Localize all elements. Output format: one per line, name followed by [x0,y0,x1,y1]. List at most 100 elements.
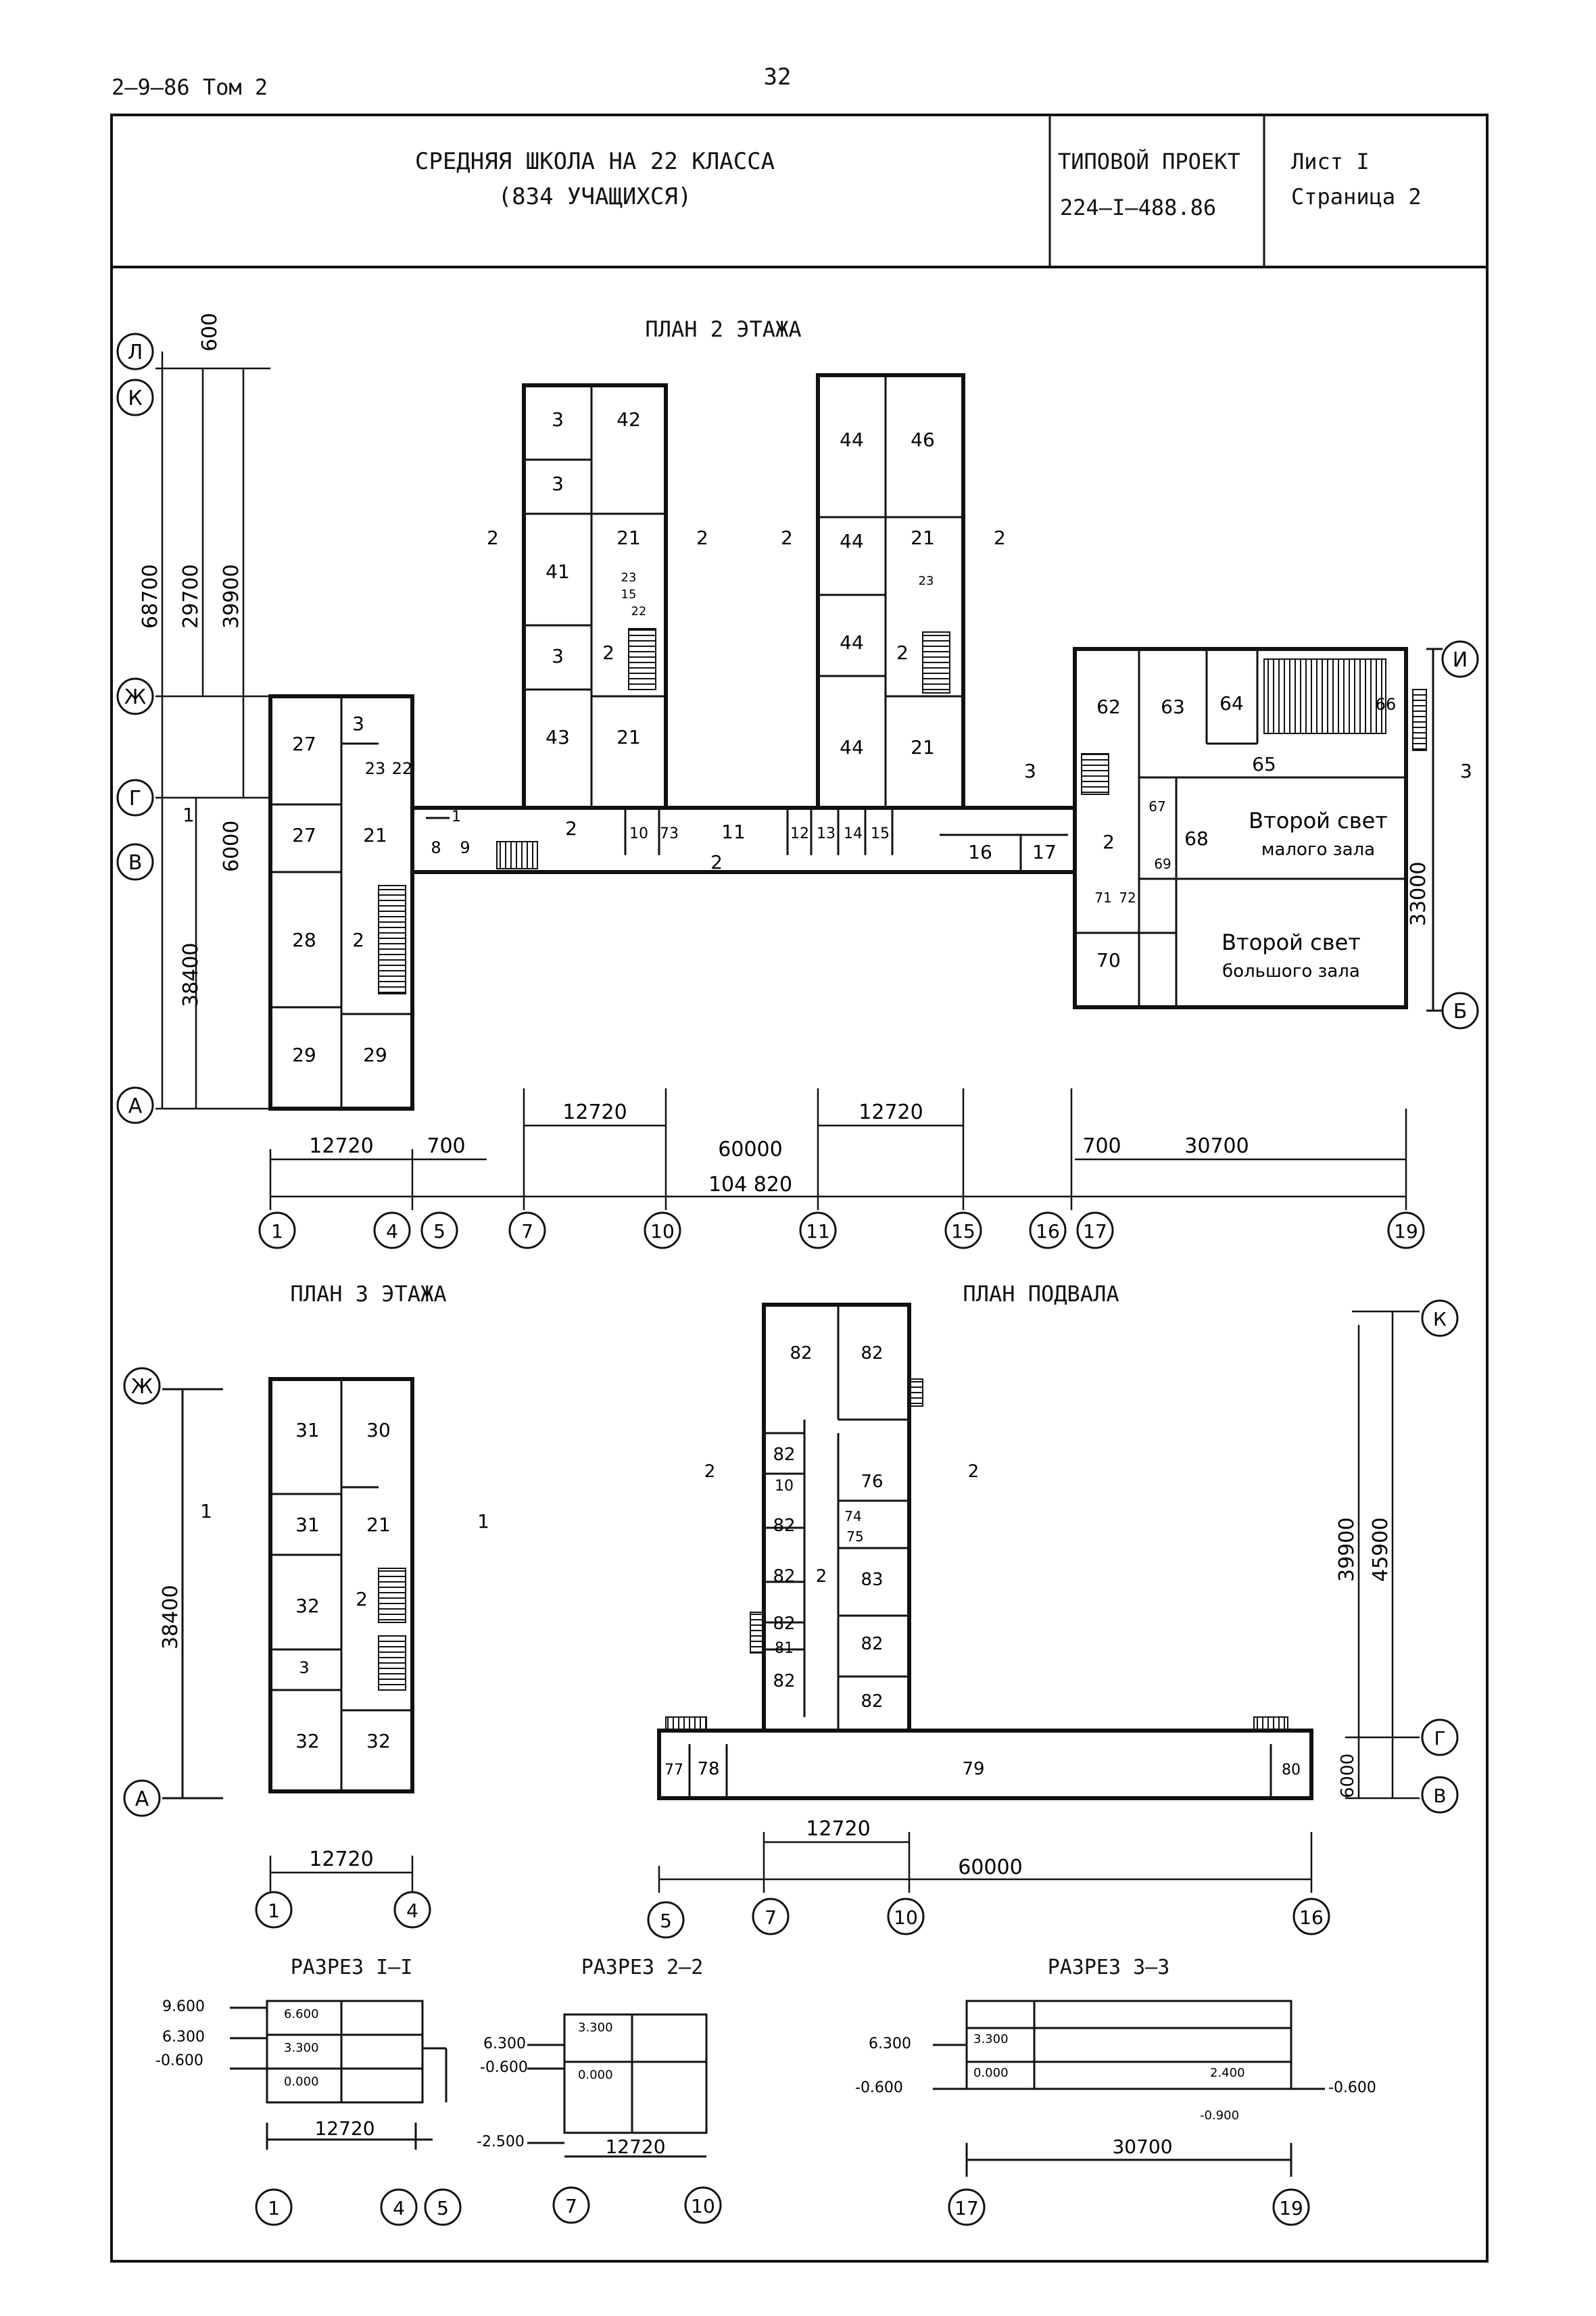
room-label: 67 [1148,798,1165,815]
room-label: 23 [919,574,934,588]
room-label: 3 [552,408,564,431]
page-number: 32 [764,64,792,91]
axis-A-3: А [135,1787,149,1811]
room-label: 21 [616,726,641,748]
room-label: 41 [546,560,570,583]
project-label: ТИПОВОЙ ПРОЕКТ [1058,149,1240,174]
sheet-frame [110,114,1489,2263]
room-label: 44 [840,631,864,654]
dim-38400-3: 38400 [159,1585,183,1649]
room-label: 2 [816,1566,827,1587]
dim-39900-b: 39900 [1335,1518,1359,1582]
dim-bottom: 12720 [562,1101,627,1124]
room-label: 2 [710,851,723,873]
section-dim: 12720 [605,2136,665,2158]
room-label: 79 [962,1759,984,1779]
axis-16-b: 16 [1299,1906,1324,1929]
room-label: 21 [363,824,387,846]
axis-1-3: 1 [268,1900,280,1922]
level: -0.600 [1328,2079,1376,2096]
room-label: 44 [840,530,864,552]
room-label: 16 [968,841,992,863]
dim-bottom: 12720 [309,1134,373,1158]
second-light-large-1: Второй свет [1222,930,1361,955]
inner-level: 3.300 [284,2041,319,2055]
inner-level: 0.000 [578,2068,613,2082]
section-title: РАЗРЕЗ I–I [291,1956,413,1979]
room-label: 23 [365,759,386,778]
room-label: 2 [352,929,364,951]
section-title: РАЗРЕЗ 2–2 [581,1956,704,1979]
room-label: 75 [846,1528,863,1545]
room-label: 82 [861,1343,883,1364]
room-label: 32 [295,1595,320,1617]
cut-marker: 2 [968,1462,980,1482]
section-3-3: РАЗРЕЗ 3–3 6.300 -0.600 -0.600 3.300 0.0… [855,1956,1376,2226]
level: 9.600 [162,1998,205,2015]
axis-bottom: 19 [1394,1220,1418,1243]
plan-2-floor: ПЛАН 2 ЭТАЖА Л К Ж Г В А 600 68700 [116,313,1479,1249]
room-label: 2 [1103,831,1115,853]
room-label: 74 [844,1508,861,1524]
dim-600: 600 [198,313,222,352]
dim-38400: 38400 [179,943,203,1007]
title-line-1: СРЕДНЯЯ ШКОЛА НА 22 КЛАССА [415,148,775,175]
room-label: 21 [911,736,935,758]
room-label: 44 [840,429,864,451]
inner-level: 3.300 [578,2021,613,2035]
cut-marker: 1 [183,804,195,826]
dim-bottom: 30700 [1184,1134,1249,1158]
plan-3-title: ПЛАН 3 ЭТАЖА [290,1281,446,1307]
room-label: 21 [911,527,935,549]
room-label: 46 [911,429,935,451]
axis-bottom: 11 [806,1220,830,1243]
axis-I: И [1453,648,1468,672]
axis-L: Л [128,341,143,364]
room-label: 30 [366,1419,391,1441]
dim-6000: 6000 [220,821,243,872]
room-label: 43 [546,726,570,748]
level: -2.500 [477,2133,525,2150]
room-label: 2 [565,817,577,840]
inner-level: 2.400 [1210,2066,1245,2080]
inner-level: -0.900 [1200,2108,1239,2123]
room-label: 76 [861,1472,883,1492]
level: -0.600 [855,2079,903,2096]
axis-Zh: Ж [124,685,146,709]
section-2-2: РАЗРЕЗ 2–2 6.300 -0.600 -2.500 3.300 0.0… [477,1956,722,2224]
inner-level: 3.300 [973,2032,1009,2046]
cut-marker: 1 [477,1510,489,1533]
axis: 19 [1279,2197,1303,2219]
room-label: 3 [552,645,564,667]
room-label: 81 [775,1640,794,1657]
room-label: 44 [840,736,864,758]
axis-5-b: 5 [660,1910,672,1932]
room-label: 11 [721,821,746,843]
dim-bottom-total: 104 820 [708,1173,792,1197]
room-label: 82 [861,1634,883,1654]
room-label: 72 [1119,890,1136,906]
second-light-small-1: Второй свет [1249,808,1388,834]
axis-bottom: 7 [521,1220,533,1243]
room-label: 82 [773,1671,795,1691]
level: 6.300 [483,2035,526,2052]
room-label: 31 [295,1419,320,1441]
room-label: 2 [896,642,909,664]
cut-marker: 3 [1460,760,1472,782]
room-label: 10 [775,1478,794,1495]
cut-marker: 3 [1024,760,1036,782]
room-label: 64 [1219,692,1244,715]
room-label: 15 [621,587,637,602]
room-label: 69 [1154,856,1171,872]
room-label: 8 [431,838,441,857]
room-label: 29 [292,1044,316,1066]
cut-marker: 2 [781,527,793,549]
room-label: 10 [629,825,648,842]
dim-12720-b: 12720 [806,1817,870,1841]
room-label: 21 [366,1514,391,1536]
dim-6000-b: 6000 [1338,1754,1358,1798]
section-title: РАЗРЕЗ 3–3 [1048,1956,1170,1979]
section-dim: 12720 [314,2117,374,2140]
level: 6.300 [869,2035,911,2052]
room-label: 28 [292,929,316,951]
